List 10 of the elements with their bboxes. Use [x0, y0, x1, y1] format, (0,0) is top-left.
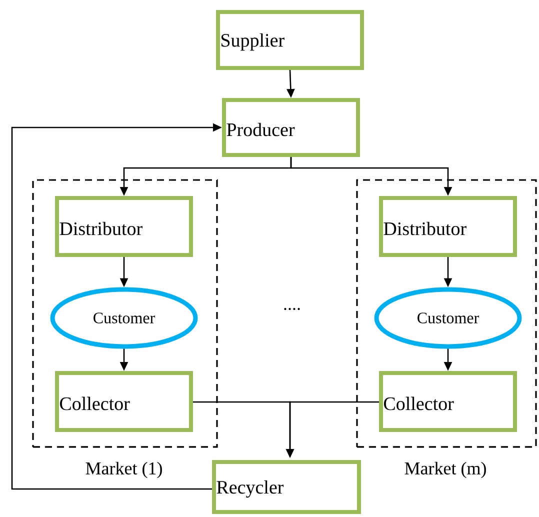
ellipsis: ....: [284, 308, 300, 310]
process-box: Distributor: [379, 196, 517, 257]
market-label: Market (1): [86, 462, 162, 478]
process-box: Recycler: [212, 460, 361, 514]
market-label: Market (m): [404, 462, 486, 478]
process-box: Supplier: [216, 10, 364, 70]
process-box: Producer: [222, 98, 360, 157]
process-box: Collector: [55, 370, 193, 432]
process-box: Collector: [379, 370, 517, 432]
process-box: Distributor: [55, 196, 193, 257]
